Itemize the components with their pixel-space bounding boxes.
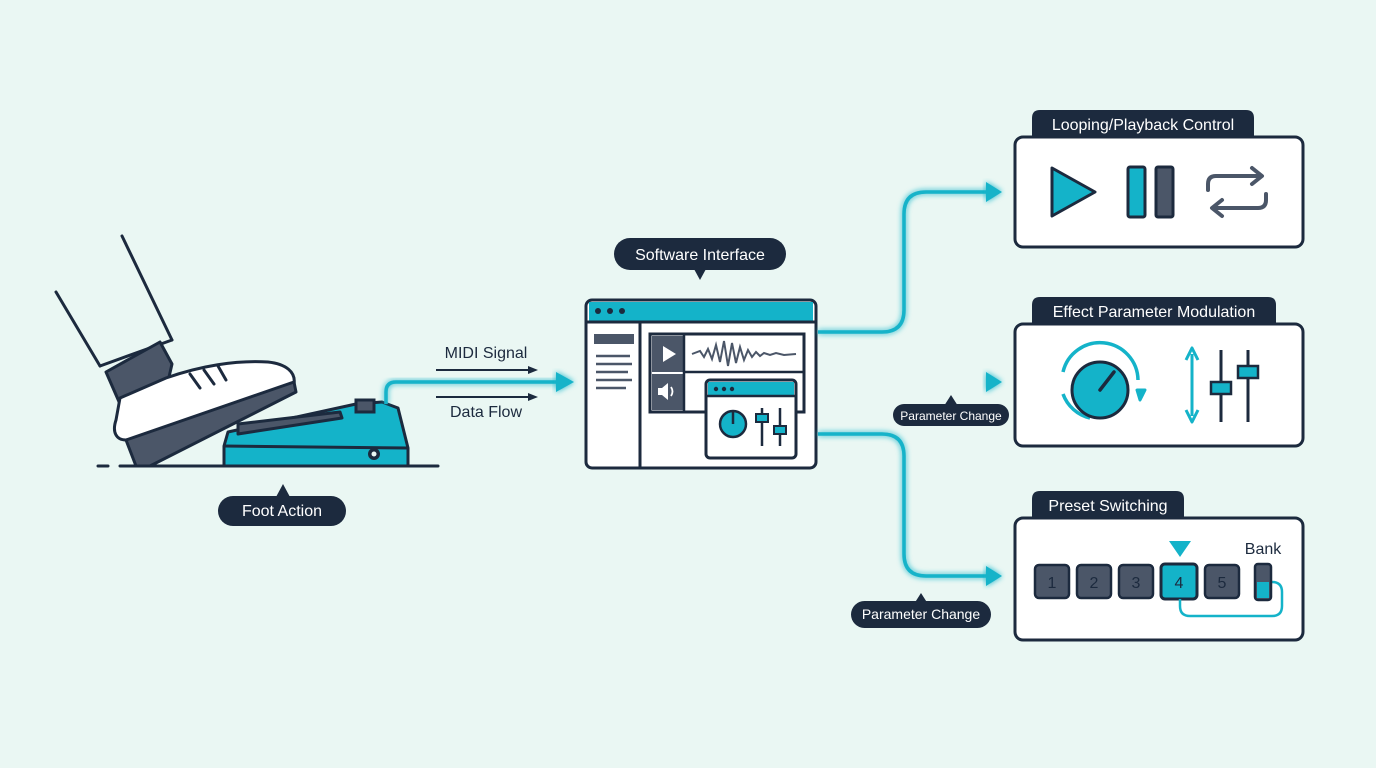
- parameter-change-label-1: Parameter Change: [893, 395, 1009, 426]
- parameter-change-text-1: Parameter Change: [900, 409, 1002, 423]
- signal-link: MIDI Signal Data Flow: [384, 345, 574, 421]
- pedal-cable-arrowhead: [556, 372, 574, 392]
- effect-panel: Effect Parameter Modulation: [1013, 297, 1305, 448]
- connector-preset: [818, 432, 990, 578]
- preset-button-5[interactable]: 5: [1203, 563, 1241, 600]
- looping-panel-title: Looping/Playback Control: [1052, 117, 1234, 134]
- connector-looping: [818, 190, 990, 334]
- parameter-change-text-2: Parameter Change: [862, 606, 981, 622]
- preset-label-5: 5: [1218, 575, 1227, 592]
- preset-button-3[interactable]: 3: [1117, 563, 1155, 600]
- foot-pedal-illustration: Foot Action: [54, 234, 440, 526]
- fader-icon[interactable]: [1184, 346, 1260, 424]
- selected-preset-indicator: [1169, 541, 1191, 557]
- preset-label-4: 4: [1175, 575, 1184, 592]
- preset-button-1[interactable]: 1: [1033, 563, 1071, 600]
- preset-label-1: 1: [1048, 575, 1057, 592]
- midi-signal-text: MIDI Signal: [445, 345, 528, 362]
- bank-label: Bank: [1245, 541, 1282, 558]
- foot-action-label: Foot Action: [218, 484, 346, 526]
- pause-icon[interactable]: [1126, 165, 1175, 219]
- data-flow-text: Data Flow: [450, 404, 522, 421]
- preset-button-4-selected[interactable]: 4: [1159, 562, 1199, 601]
- parameter-change-label-2: Parameter Change: [851, 593, 991, 628]
- effect-panel-title: Effect Parameter Modulation: [1053, 304, 1255, 321]
- preset-label-2: 2: [1090, 575, 1099, 592]
- software-interface-text: Software Interface: [635, 247, 765, 264]
- preset-label-3: 3: [1132, 575, 1141, 592]
- software-window-icon: Software Interface: [584, 238, 818, 470]
- bank-switch[interactable]: [1178, 562, 1284, 618]
- output-connectors: Parameter Change Parameter Change: [818, 182, 1009, 628]
- preset-panel: Preset Switching Bank 1 2 3 4 5: [1013, 491, 1305, 642]
- preset-panel-title: Preset Switching: [1048, 498, 1167, 515]
- knob-icon[interactable]: [1061, 340, 1147, 420]
- pedal-icon: [222, 398, 410, 468]
- loop-icon[interactable]: [1206, 166, 1268, 218]
- foot-action-text: Foot Action: [242, 503, 322, 520]
- preset-button-2[interactable]: 2: [1075, 563, 1113, 600]
- looping-panel: Looping/Playback Control: [1013, 110, 1305, 249]
- software-interface-label: Software Interface: [614, 238, 786, 280]
- pedal-cable: [384, 380, 560, 404]
- play-icon[interactable]: [1050, 166, 1097, 218]
- waveform-icon: [691, 340, 797, 367]
- shoe-icon: [104, 340, 298, 468]
